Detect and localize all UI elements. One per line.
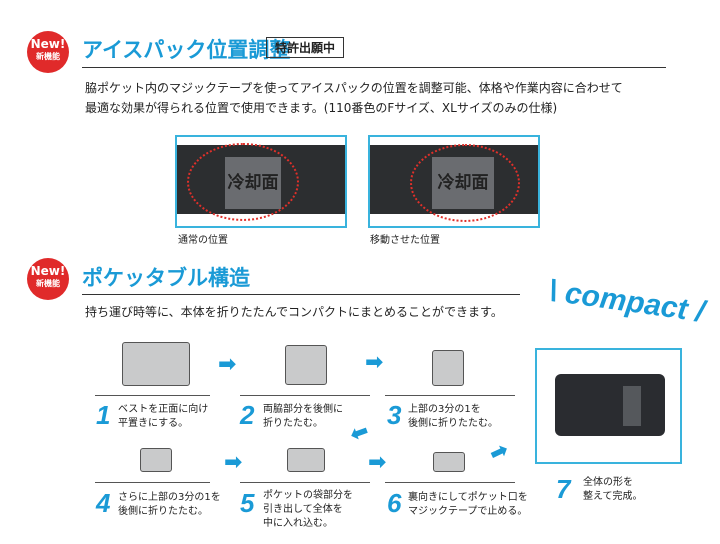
patent-pending-label: 特許出願中 [266,37,345,58]
step-line: 裏向きにしてポケット口を [408,492,528,503]
step-text: ベストを正面に向け平置きにする。 [118,403,208,431]
vest-refolded-illustration [140,448,172,472]
step-number: 1 [96,400,111,430]
step-text: ポケットの袋部分を引き出して全体を中に入れ込む。 [263,489,353,531]
badge-new-text: New! [30,37,66,51]
step-line: 全体の形を [583,477,633,488]
step-text: さらに上部の3分の1を後側に折りたたむ。 [118,491,221,519]
step-number: 6 [387,488,402,518]
step-divider [240,482,370,483]
step-divider [240,395,370,396]
step-line: 引き出して全体を [263,504,343,515]
vest-sides-folded-illustration [285,345,327,385]
description: 持ち運び時等に、本体を折りたたんでコンパクトにまとめることができます。 [85,305,503,319]
step-line: 後側に折りたたむ。 [118,506,208,517]
description-line: 脇ポケット内のマジックテープを使ってアイスパックの位置を調整可能、体格や作業内容… [85,81,623,95]
divider [82,67,666,68]
step-line: 中に入れ込む。 [263,518,333,529]
step-divider [385,395,515,396]
section-title: アイスパック位置調整 [82,38,291,62]
step-line: 折りたたむ。 [263,418,323,429]
step-text: 全体の形を整えて完成。 [583,476,643,504]
description: 脇ポケット内のマジックテープを使ってアイスパックの位置を調整可能、体格や作業内容… [85,78,623,118]
step-number: 4 [96,488,111,518]
arrow-right-icon: ➡ [218,352,237,377]
vest-top-folded-illustration [432,350,464,386]
step-line: 両脇部分を後側に [263,404,343,415]
photo-moved-position: 冷却面 [368,135,540,228]
new-feature-badge: New!新機能 [27,258,69,300]
divider [82,294,520,295]
compact-text: compact [563,276,690,327]
step-line: 後側に折りたたむ。 [408,418,498,429]
step-line: 整えて完成。 [583,491,643,502]
compact-label: \ compact / [546,274,707,329]
step-line: 平置きにする。 [118,418,189,429]
photo-normal-position: 冷却面 [175,135,347,228]
badge-sub-text: 新機能 [36,279,60,288]
highlight-oval [410,144,520,222]
step-line: さらに上部の3分の1を [118,492,221,503]
description-line: 最適な効果が得られる位置で使用できます。(110番色のFサイズ、XLサイズのみの… [85,101,558,115]
badge-new-text: New! [30,264,66,278]
vest-closed-illustration [433,452,465,472]
step-line: マジックテープで止める。 [408,506,528,517]
highlight-oval [187,143,299,221]
arrow-right-icon: ➡ [224,450,243,475]
step-text: 裏向きにしてポケット口をマジックテープで止める。 [408,491,528,519]
step-divider [95,395,210,396]
new-feature-badge: New!新機能 [27,31,69,73]
vest-pocket-illustration [287,448,325,472]
arrow-down-left-icon: ➡ [346,417,373,448]
photo-caption: 移動させた位置 [370,235,440,246]
step-line: 上部の3分の1を [408,404,481,415]
step-text: 両脇部分を後側に折りたたむ。 [263,403,343,431]
step-number: 7 [556,474,571,504]
step-number: 2 [240,400,255,430]
step-line: ポケットの袋部分を [263,490,353,501]
badge-sub-text: 新機能 [36,52,60,61]
step-divider [385,482,515,483]
step-text: 上部の3分の1を後側に折りたたむ。 [408,403,498,431]
photo-compact-result [535,348,682,464]
photo-caption: 通常の位置 [178,235,228,246]
step-number: 3 [387,400,402,430]
step-number: 5 [240,488,255,518]
vest-flat-illustration [122,342,190,386]
arrow-right-icon: ➡ [365,350,384,375]
arrow-up-right-icon: ➡ [485,437,513,468]
arrow-right-icon: ➡ [368,450,387,475]
step-divider [95,482,210,483]
section-title: ポケッタブル構造 [82,266,250,290]
step-line: ベストを正面に向け [118,404,209,415]
pouch-label [623,386,641,426]
folded-vest-pouch [555,374,665,436]
